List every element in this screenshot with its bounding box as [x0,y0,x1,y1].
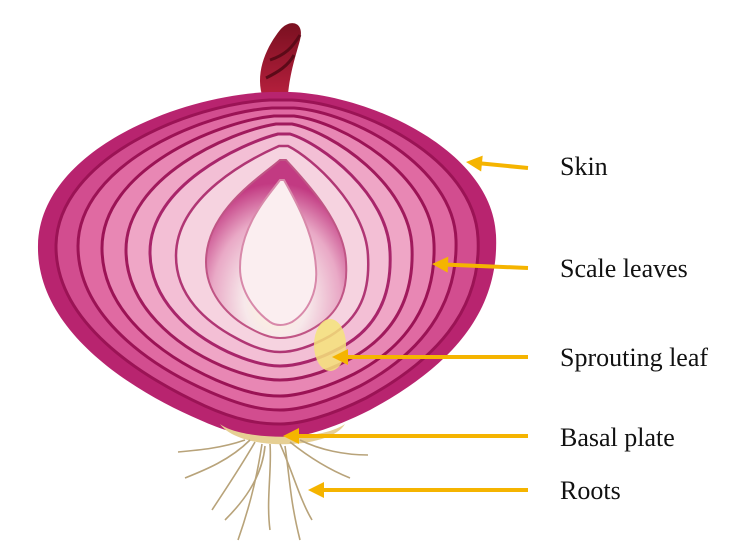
arrow-roots [308,482,528,498]
label-roots: Roots [560,478,621,504]
label-sprouting-leaf: Sprouting leaf [560,345,708,371]
sprouting-leaf-shape [314,319,346,371]
label-basal-plate: Basal plate [560,425,675,451]
onion-neck [260,23,301,95]
label-skin: Skin [560,154,608,180]
label-scale-leaves: Scale leaves [560,256,688,282]
arrow-skin [466,156,528,172]
